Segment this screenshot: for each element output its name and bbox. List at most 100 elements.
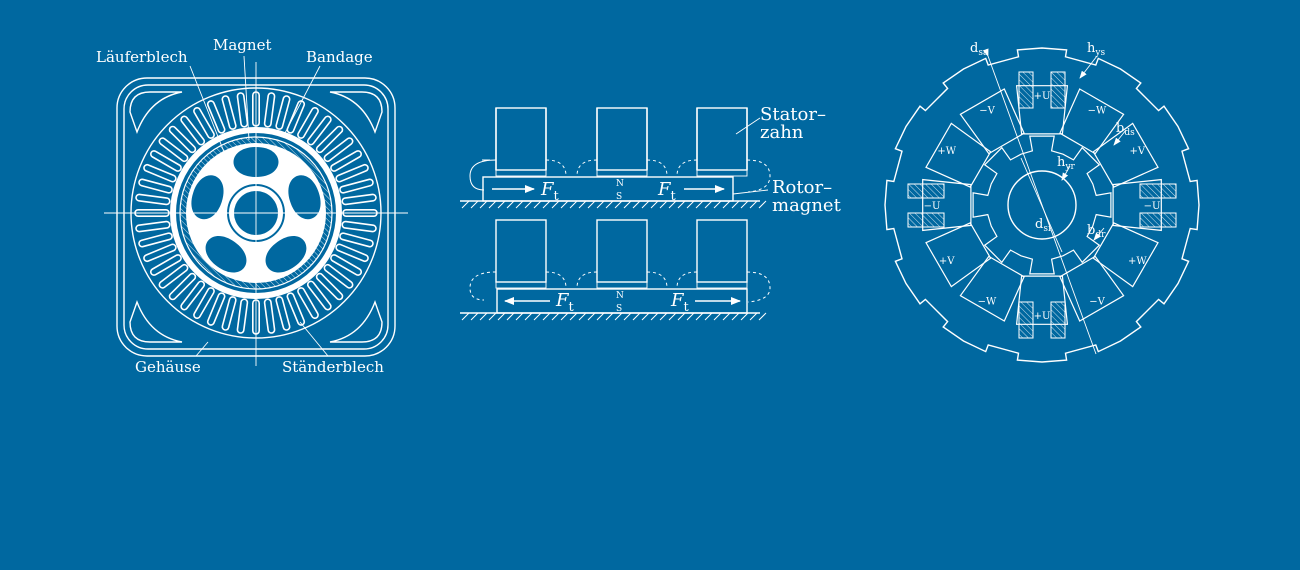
- ground-hatch-line: [569, 200, 578, 209]
- dimension-dsi: [1020, 157, 1063, 253]
- phase-label: −W: [978, 296, 997, 307]
- ground-hatch-line: [740, 200, 749, 209]
- stator-slot: [341, 193, 377, 206]
- ground-hatch-line: [641, 200, 650, 209]
- label-dsa: dsa: [970, 41, 989, 58]
- ground-hatch-line: [542, 312, 551, 321]
- stator-outer-contour: [884, 47, 1200, 363]
- ground-hatch-line: [461, 312, 470, 321]
- rotor-cutout: [205, 236, 247, 273]
- stator-outline: [884, 47, 1200, 363]
- phase-label: +W: [1128, 256, 1147, 267]
- ground-hatch-line: [695, 312, 704, 321]
- coil-loops-top: [469, 159, 771, 193]
- label-laeuferblech: Läuferblech: [96, 48, 188, 66]
- phase-label: +U: [1034, 311, 1051, 322]
- ground-hatch-line: [524, 312, 533, 321]
- ground-hatch-line: [560, 200, 569, 209]
- stator-tooth: [1015, 275, 1069, 325]
- ground-hatch-line: [632, 200, 641, 209]
- stator-slot: [286, 100, 306, 134]
- stator-slot: [221, 296, 237, 331]
- stator-slot: [330, 254, 363, 276]
- corner-pocket-tl: [129, 91, 183, 135]
- leader-rotor: [732, 189, 769, 195]
- stator-teeth: [922, 85, 1162, 325]
- stator-slot: [193, 287, 215, 320]
- label-bandage: Bandage: [306, 48, 373, 66]
- dimension-hyr: [1061, 165, 1071, 181]
- pole-s-bottom: S: [616, 304, 622, 314]
- stator-slot: [297, 287, 319, 320]
- stator-slot: [206, 292, 226, 326]
- stator-slot: [158, 263, 189, 289]
- label-rotor-1: Rotor–: [772, 177, 832, 198]
- ground-hatch-bottom: [461, 312, 767, 321]
- rotor-cutouts: [191, 147, 321, 273]
- stator-teeth-bottom: [495, 219, 748, 283]
- ground-hatch-line: [722, 200, 731, 209]
- stator-slot: [335, 243, 369, 263]
- stator-tooth: [959, 88, 1025, 155]
- phase-labels: +U−W+V−U+W−V+U−W+V−U+W−V: [924, 91, 1161, 322]
- label-magnet: Magnet: [213, 36, 271, 54]
- stator-slot: [236, 298, 249, 334]
- phase-label: +V: [1129, 146, 1145, 157]
- ground-hatch-line: [686, 312, 695, 321]
- stator-slot: [168, 272, 197, 301]
- ground-hatch-line: [596, 312, 605, 321]
- stator-tooth: [1092, 222, 1159, 288]
- ground-hatch-line: [668, 312, 677, 321]
- pole-s-top: S: [616, 192, 622, 202]
- corner-pocket-bl: [129, 299, 183, 343]
- pole-n-top: N: [616, 179, 624, 189]
- ground-hatch-line: [623, 200, 632, 209]
- ground-hatch-line: [497, 200, 506, 209]
- bottom-assembly: Ft N S Ft: [460, 219, 771, 321]
- stator-slot: [149, 150, 182, 172]
- leader-bandage: [283, 65, 321, 136]
- ground-hatch-line: [551, 312, 560, 321]
- stator-slot: [263, 298, 276, 334]
- force-label-bottom-right: Ft: [670, 290, 690, 315]
- leader-laeuferblech: [189, 65, 229, 163]
- ground-hatch-line: [641, 312, 650, 321]
- rotor-cutout: [288, 175, 321, 220]
- ground-hatch-line: [605, 200, 614, 209]
- stator-slot: [315, 125, 344, 154]
- phase-label: +U: [1034, 91, 1051, 102]
- stator-tooth: [925, 122, 992, 188]
- ground-hatch-line: [605, 312, 614, 321]
- stator-slot: [143, 243, 177, 263]
- stator-slot: [339, 232, 374, 248]
- coil-block: [1050, 71, 1066, 109]
- ground-hatch-line: [560, 312, 569, 321]
- stator-slot: [180, 115, 206, 146]
- dimension-dsa: [982, 48, 1097, 355]
- ground-hatch-line: [677, 200, 686, 209]
- stator-slot: [341, 220, 377, 233]
- stator-slot: [306, 115, 332, 146]
- ground-hatch-line: [488, 312, 497, 321]
- rotor-bore: [1007, 170, 1077, 240]
- ground-hatch-line: [497, 312, 506, 321]
- pm-machine-cross-section: +U−W+V−U+W−V+U−W+V−U+W−V dsa hys bds hyr…: [884, 41, 1200, 363]
- ground-hatch-line: [479, 200, 488, 209]
- stator-slot: [275, 296, 291, 331]
- ground-hatch-line: [758, 200, 767, 209]
- stator-tooth: [1015, 85, 1069, 135]
- ground-hatch-line: [731, 312, 740, 321]
- phase-label: −U: [1144, 201, 1161, 212]
- ground-hatch-line: [479, 312, 488, 321]
- ground-hatch-line: [515, 312, 524, 321]
- coil-block: [1050, 301, 1066, 339]
- ground-hatch-line: [758, 312, 767, 321]
- label-bds: bds: [1116, 121, 1135, 138]
- label-hys: hys: [1087, 41, 1105, 58]
- phase-label: −V: [1089, 296, 1105, 307]
- motor-cross-section: Läuferblech Magnet Bandage Gehäuse Ständ…: [96, 36, 408, 376]
- ground-hatch-line: [506, 312, 515, 321]
- stator-slot: [306, 280, 332, 311]
- stator-slot: [221, 95, 237, 130]
- ground-hatch-line: [596, 200, 605, 209]
